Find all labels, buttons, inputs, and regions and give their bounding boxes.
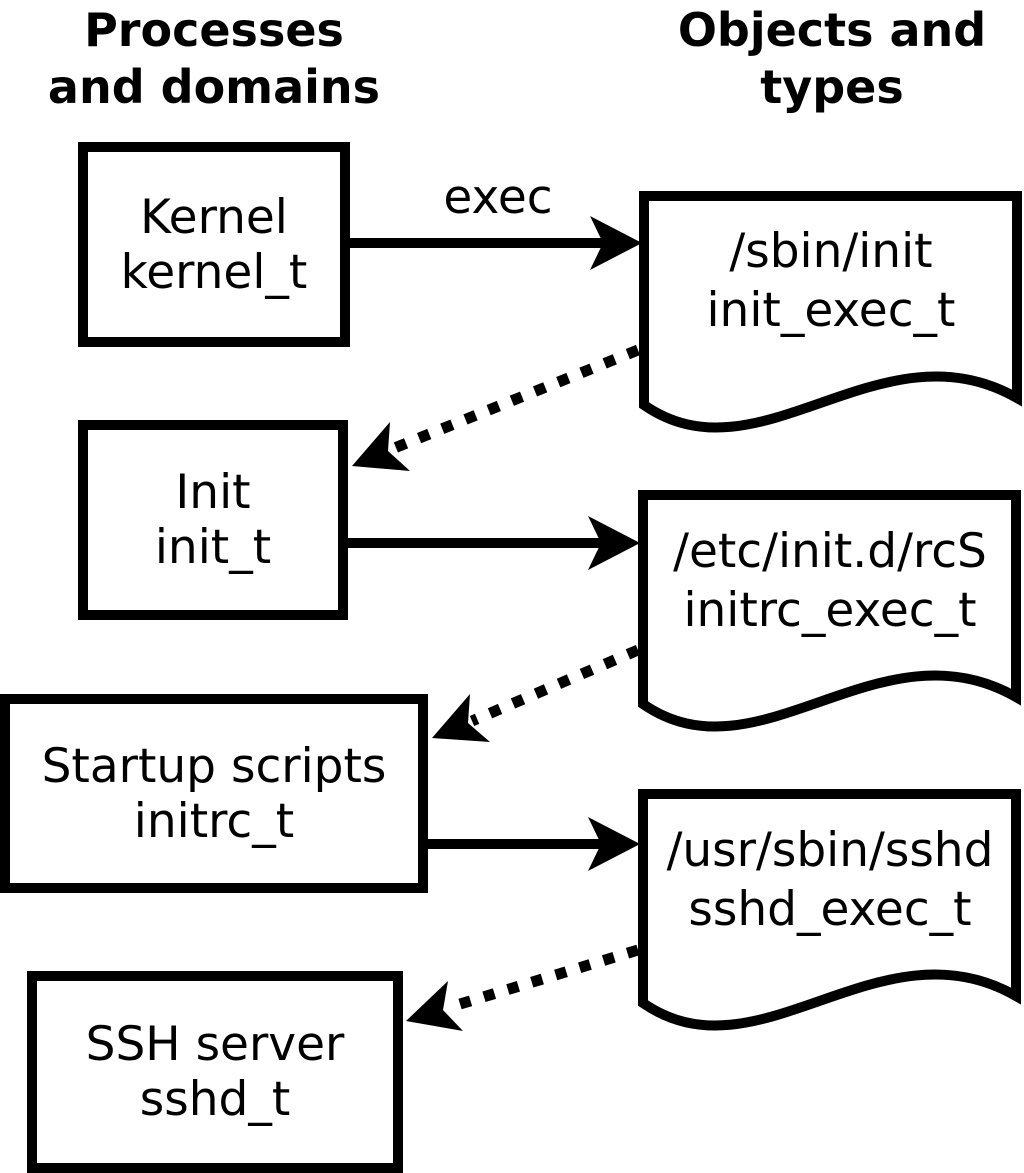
process-node-startup-scripts: Startup scripts initrc_t: [0, 694, 428, 893]
document-shape-usr-sbin-sshd: [638, 789, 1021, 1031]
header-line-1: Objects and: [677, 3, 987, 57]
process-name: Startup scripts: [41, 738, 387, 794]
object-path: /etc/init.d/rcS: [673, 524, 987, 579]
process-domain-type: sshd_t: [139, 1072, 291, 1127]
edge-exec-init-to-rcs: [343, 516, 640, 570]
edge-exec-initrc-to-sshd: [423, 817, 640, 871]
header-line-2: types: [760, 60, 904, 114]
process-node-kernel: Kernel kernel_t: [78, 142, 350, 347]
process-domain-type: initrc_t: [133, 793, 295, 849]
process-domain-type: init_t: [154, 520, 272, 575]
edge-arrowhead: [588, 516, 640, 570]
object-type: initrc_exec_t: [683, 583, 977, 638]
object-path: /usr/sbin/sshd: [666, 823, 994, 878]
process-name: Kernel: [140, 189, 288, 245]
edge-line: [469, 644, 641, 727]
edge-arrowhead: [406, 981, 463, 1031]
process-domain-type: kernel_t: [120, 244, 308, 300]
process-name: SSH server: [85, 1017, 345, 1072]
edge-transition-rcs-to-initrc: [432, 644, 641, 742]
header-line-2: and domains: [47, 60, 381, 114]
header-line-1: Processes: [84, 3, 344, 57]
process-node-ssh-server: SSH server sshd_t: [27, 971, 403, 1173]
edge-arrowhead: [588, 817, 640, 871]
process-name: Init: [175, 465, 251, 520]
exec-edge-label: exec: [443, 170, 553, 225]
object-node-etc-initd-rcs: /etc/init.d/rcS initrc_exec_t: [653, 522, 1007, 640]
column-header-objects: Objects and types: [640, 2, 1024, 116]
object-node-usr-sbin-sshd: /usr/sbin/sshd sshd_exec_t: [653, 821, 1007, 939]
column-header-processes: Processes and domains: [22, 2, 406, 116]
edge-arrowhead: [352, 422, 410, 471]
edge-line: [445, 944, 640, 1014]
edge-arrowhead: [432, 694, 490, 742]
document-shape-sbin-init: [639, 191, 1022, 433]
edge-transition-sshd-to-sshd-t: [406, 944, 640, 1031]
edge-transition-sbin-init-to-init: [352, 344, 641, 471]
object-type: init_exec_t: [706, 283, 956, 338]
object-node-sbin-init: /sbin/init init_exec_t: [654, 222, 1008, 340]
process-node-init: Init init_t: [78, 420, 348, 620]
document-shape-etc-initd-rcs: [638, 490, 1021, 732]
edge-exec-kernel-to-sbin-init: [345, 216, 642, 270]
object-path: /sbin/init: [729, 224, 933, 279]
object-type: sshd_exec_t: [688, 882, 972, 937]
edge-arrowhead: [590, 216, 642, 270]
edge-line: [389, 344, 641, 455]
